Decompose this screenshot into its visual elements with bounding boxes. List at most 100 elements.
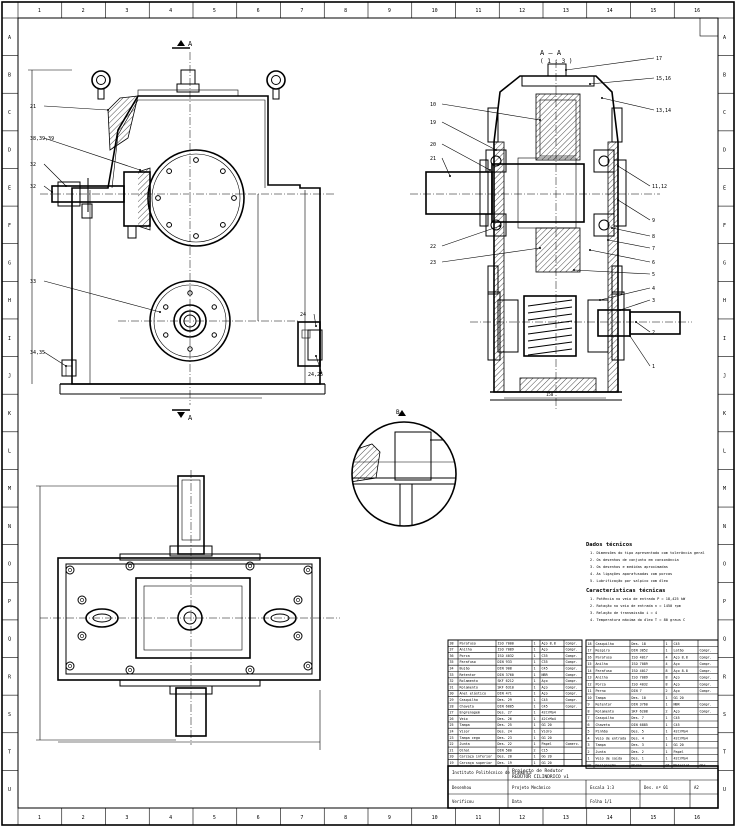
border-number-top: 14: [607, 8, 613, 14]
callout-label: 20: [430, 142, 436, 148]
parts-list-cell: Tampa cega: [460, 736, 480, 740]
parts-list-cell: 1: [666, 649, 668, 653]
parts-list-cell: Rolamento: [460, 685, 478, 689]
parts-list-cell: 1: [534, 711, 536, 715]
parts-list-cell: Pinhão: [596, 730, 608, 734]
parts-list-cell: 1: [666, 743, 668, 747]
parts-list-cell: C45: [542, 704, 548, 708]
upper-bearing-cover: [147, 149, 245, 247]
border-number-bottom: 1: [38, 815, 41, 821]
bolt-center: [80, 634, 84, 638]
bolt-hole: [211, 304, 217, 310]
callout-label: 10: [430, 102, 436, 108]
parts-list-cell: Latão: [674, 649, 684, 653]
parts-list-cell: 2: [666, 709, 668, 713]
parts-list-cell: Vidro: [542, 730, 552, 734]
note-line: 4. Temperatura máxima do óleo T = 80 gra…: [590, 618, 685, 622]
parts-list-cell: Compr.: [566, 679, 578, 683]
parts-list-cell: 1: [666, 750, 668, 754]
bolt-center: [306, 568, 310, 572]
parts-list-cell: Perno: [596, 689, 606, 693]
top-view: [36, 470, 340, 750]
gear-tooth: [527, 299, 573, 307]
parts-list-cell: Compr.: [566, 660, 578, 664]
parts-list-cell: 42CrMo4: [542, 711, 556, 715]
parts-list-cell: Aço: [674, 662, 680, 666]
border-letter-left: T: [8, 750, 11, 756]
parts-list-cell: Compr.: [700, 689, 712, 693]
border-number-top: 11: [475, 8, 481, 14]
bolt-hole: [155, 195, 161, 201]
parts-list-cell: 4: [588, 736, 590, 740]
parts-list-cell: 1: [534, 698, 536, 702]
parts-list-cell: Olhal: [460, 748, 470, 752]
parts-list-cell: ISO 4017: [632, 655, 648, 659]
bolt-hole: [163, 304, 169, 310]
parts-list-cell: 1: [534, 667, 536, 671]
border-letter-left: G: [8, 261, 11, 267]
bolt-hole: [219, 168, 226, 175]
parts-list-cell: 26: [450, 717, 454, 721]
parts-list-cell: Parafuso: [596, 669, 612, 673]
title-sheet-no: Folha 1/1: [590, 799, 612, 804]
parts-list-cell: DIN 7: [632, 689, 642, 693]
detail-label: B: [396, 409, 400, 416]
border-number-top: 10: [432, 8, 438, 14]
callout-label: 1: [652, 364, 655, 370]
parts-list-cell: Des. 10: [632, 696, 646, 700]
parts-list-cell: Compr.: [566, 685, 578, 689]
parts-list-cell: Compr.: [700, 709, 712, 713]
parts-list-cell: Porca: [460, 654, 470, 658]
title-scale: Escala 1:3: [590, 785, 615, 790]
parts-list-cell: 8: [588, 709, 590, 713]
section-mark-top: A: [172, 40, 193, 49]
parts-list-cell: Anilha: [596, 676, 608, 680]
parts-list-cell: ISO 7089: [498, 648, 514, 652]
parts-list-cell: GG 20: [674, 696, 684, 700]
bolt-center: [68, 568, 72, 572]
border-number-top: 13: [563, 8, 569, 14]
parts-list-cell: Anel elástico: [460, 692, 487, 696]
parts-list-cell: Tampa: [460, 723, 470, 727]
parts-list-cell: Anilha: [596, 662, 608, 666]
border-number-bottom: 16: [694, 815, 700, 821]
title-block: Instituto Politécnico de Bragança Projec…: [447, 765, 719, 809]
border-letter-left: A: [8, 35, 11, 41]
section-view-title: A – A ( 1 : 3 ): [540, 49, 573, 65]
parts-list-cell: 14: [588, 669, 592, 673]
parts-list-cell: 36: [450, 654, 454, 658]
bolt-head: [77, 631, 87, 641]
parts-list-cell: ISO 4032: [632, 682, 648, 686]
parts-list-cell: C45: [674, 723, 680, 727]
title-checked: Verificou: [452, 799, 474, 804]
callout-label: 38,39,39: [30, 136, 54, 142]
border-number-top: 3: [125, 8, 128, 14]
parts-list-cell: 1: [588, 757, 590, 761]
parts-list-cell: 1: [534, 742, 536, 746]
border-letter-left: B: [8, 72, 11, 78]
callout-label: 15,16: [656, 76, 671, 82]
parts-list-cell: 33: [450, 673, 454, 677]
callout-label: 19: [430, 120, 436, 126]
bolt-center: [248, 564, 252, 568]
parts-list-cell: Carcaça superior: [460, 761, 493, 765]
parts-list-cell: 23: [450, 736, 454, 740]
title-course: Projeto Mecânico: [512, 785, 551, 790]
border-letter-right: C: [723, 110, 726, 116]
border-letter-left: I: [8, 336, 11, 342]
parts-list-cell: Compr.: [700, 703, 712, 707]
border-letter-right: D: [723, 148, 726, 154]
parts-list-cell: GG 20: [542, 755, 552, 759]
parts-list-cell: Aço: [674, 709, 680, 713]
note-line: 3. Relação de transmissão i = 4: [590, 611, 657, 615]
border-letter-right: F: [723, 223, 726, 229]
callout-label: 22: [430, 244, 436, 250]
bolt-center: [128, 564, 132, 568]
section-top-label: A: [188, 40, 193, 48]
border-letter-right: U: [723, 787, 726, 793]
note-line: 2. Rotação no veio de entrada n = 1450 r…: [590, 604, 681, 608]
parts-list-cell: 21: [450, 748, 454, 752]
border-letter-right: N: [723, 524, 726, 530]
